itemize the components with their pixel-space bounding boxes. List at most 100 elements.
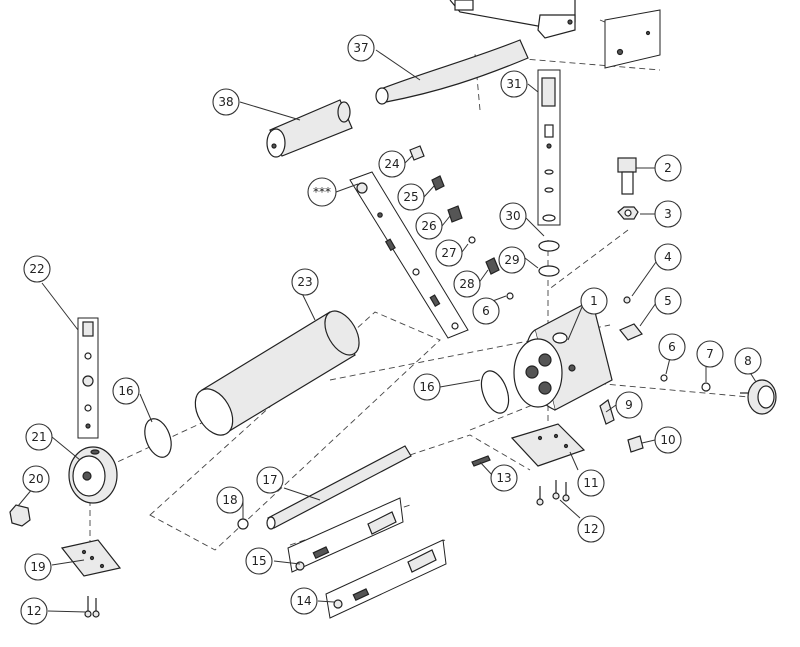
svg-text:10: 10: [660, 433, 675, 447]
o-ring-part-16-right: [480, 370, 510, 414]
callout-12-right: 12: [577, 515, 605, 543]
svg-text:2: 2: [664, 161, 672, 175]
svg-text:20: 20: [28, 472, 43, 486]
spring-kit-board-parts-24-28: [349, 171, 469, 339]
callout-30: 30: [499, 202, 527, 230]
callout-5: 5: [654, 287, 682, 315]
callout-28: 28: [453, 270, 481, 298]
svg-text:19: 19: [30, 560, 45, 574]
svg-text:1: 1: [590, 294, 598, 308]
callout-18: 18: [216, 486, 244, 514]
clip-part-9: [599, 399, 615, 425]
piston-rod-part-17: [266, 445, 412, 530]
callout-38: 38: [212, 88, 240, 116]
valve-kit-board-part-22: [77, 317, 99, 439]
plate-part-11: [510, 423, 586, 467]
o-ring-part-16-left: [144, 418, 172, 458]
svg-text:6: 6: [668, 340, 676, 354]
callout-13: 13: [490, 464, 518, 492]
svg-text:14: 14: [296, 594, 311, 608]
ball-part-6: [660, 374, 668, 382]
callout-14: 14: [290, 587, 318, 615]
callout-6-board: 6: [472, 297, 500, 325]
svg-text:30: 30: [505, 209, 520, 223]
svg-text:26: 26: [421, 219, 436, 233]
callout-25: 25: [397, 183, 425, 211]
callout-4: 4: [654, 243, 682, 271]
piston-kit-board-part-14: [325, 539, 447, 619]
svg-text:18: 18: [222, 493, 237, 507]
svg-text:16: 16: [118, 384, 133, 398]
spring-parts-24-28: [409, 145, 514, 300]
callout-6-right: 6: [658, 333, 686, 361]
svg-text:11: 11: [583, 476, 598, 490]
svg-text:***: ***: [313, 185, 331, 199]
callout-37: 37: [347, 34, 375, 62]
cylinder-part-23: [194, 310, 360, 436]
washer-part-18: [237, 518, 249, 530]
svg-text:7: 7: [706, 347, 714, 361]
assembly-dashed-lines: [89, 19, 761, 606]
callout-1: 1: [580, 287, 608, 315]
handle-tube-part-37: [375, 39, 529, 105]
callout-12-left: 12: [20, 597, 48, 625]
callout-27: 27: [435, 239, 463, 267]
callout-11: 11: [577, 469, 605, 497]
svg-text:16: 16: [419, 380, 434, 394]
svg-text:38: 38: [218, 95, 233, 109]
callout-21: 21: [25, 423, 53, 451]
handle-top-assembly: [449, 0, 661, 69]
svg-text:12: 12: [26, 604, 41, 618]
callout-16-right: 16: [413, 373, 441, 401]
svg-text:12: 12: [583, 522, 598, 536]
svg-text:29: 29: [504, 253, 519, 267]
callout-23: 23: [291, 268, 319, 296]
svg-text:15: 15: [251, 554, 266, 568]
callout-16-left: 16: [112, 377, 140, 405]
pin-part-13: [471, 455, 491, 467]
pump-body-part-1: [513, 299, 613, 411]
bracket-part-19: [60, 539, 122, 577]
svg-text:28: 28: [459, 277, 474, 291]
seal-rings-part-29-30: [538, 240, 560, 277]
callout-10: 10: [654, 426, 682, 454]
small-parts-4-5: [619, 296, 643, 341]
piston-kit-board-part-15: [287, 497, 404, 573]
svg-text:9: 9: [625, 398, 633, 412]
knob-part-8: [740, 379, 777, 415]
svg-text:24: 24: [384, 157, 399, 171]
svg-text:6: 6: [482, 304, 490, 318]
svg-text:25: 25: [403, 190, 418, 204]
washer-part-7: [701, 382, 711, 392]
valve-kit-board-part-31: [537, 69, 561, 226]
svg-text:27: 27: [441, 246, 456, 260]
callout-19: 19: [24, 553, 52, 581]
cap-nut-part-20: [9, 504, 31, 527]
callout-8: 8: [734, 347, 762, 375]
callout-7: 7: [696, 340, 724, 368]
svg-text:23: 23: [297, 275, 312, 289]
callout-2: 2: [654, 154, 682, 182]
svg-text:37: 37: [353, 41, 368, 55]
svg-text:17: 17: [262, 473, 277, 487]
callout-9: 9: [615, 391, 643, 419]
fitting-part-2: [617, 157, 637, 195]
svg-text:5: 5: [664, 294, 672, 308]
callout-15: 15: [245, 547, 273, 575]
svg-text:22: 22: [29, 262, 44, 276]
svg-text:3: 3: [664, 207, 672, 221]
callout-24: 24: [378, 150, 406, 178]
svg-text:13: 13: [496, 471, 511, 485]
callout-26: 26: [415, 212, 443, 240]
callout-3: 3: [654, 200, 682, 228]
screw-part-10: [627, 435, 644, 453]
callout-17: 17: [256, 466, 284, 494]
bolts-part-12-right: [536, 480, 570, 506]
callout-31: 31: [500, 70, 528, 98]
svg-text:4: 4: [664, 250, 672, 264]
svg-text:21: 21: [31, 430, 46, 444]
svg-text:31: 31: [506, 77, 521, 91]
callout-29: 29: [498, 246, 526, 274]
